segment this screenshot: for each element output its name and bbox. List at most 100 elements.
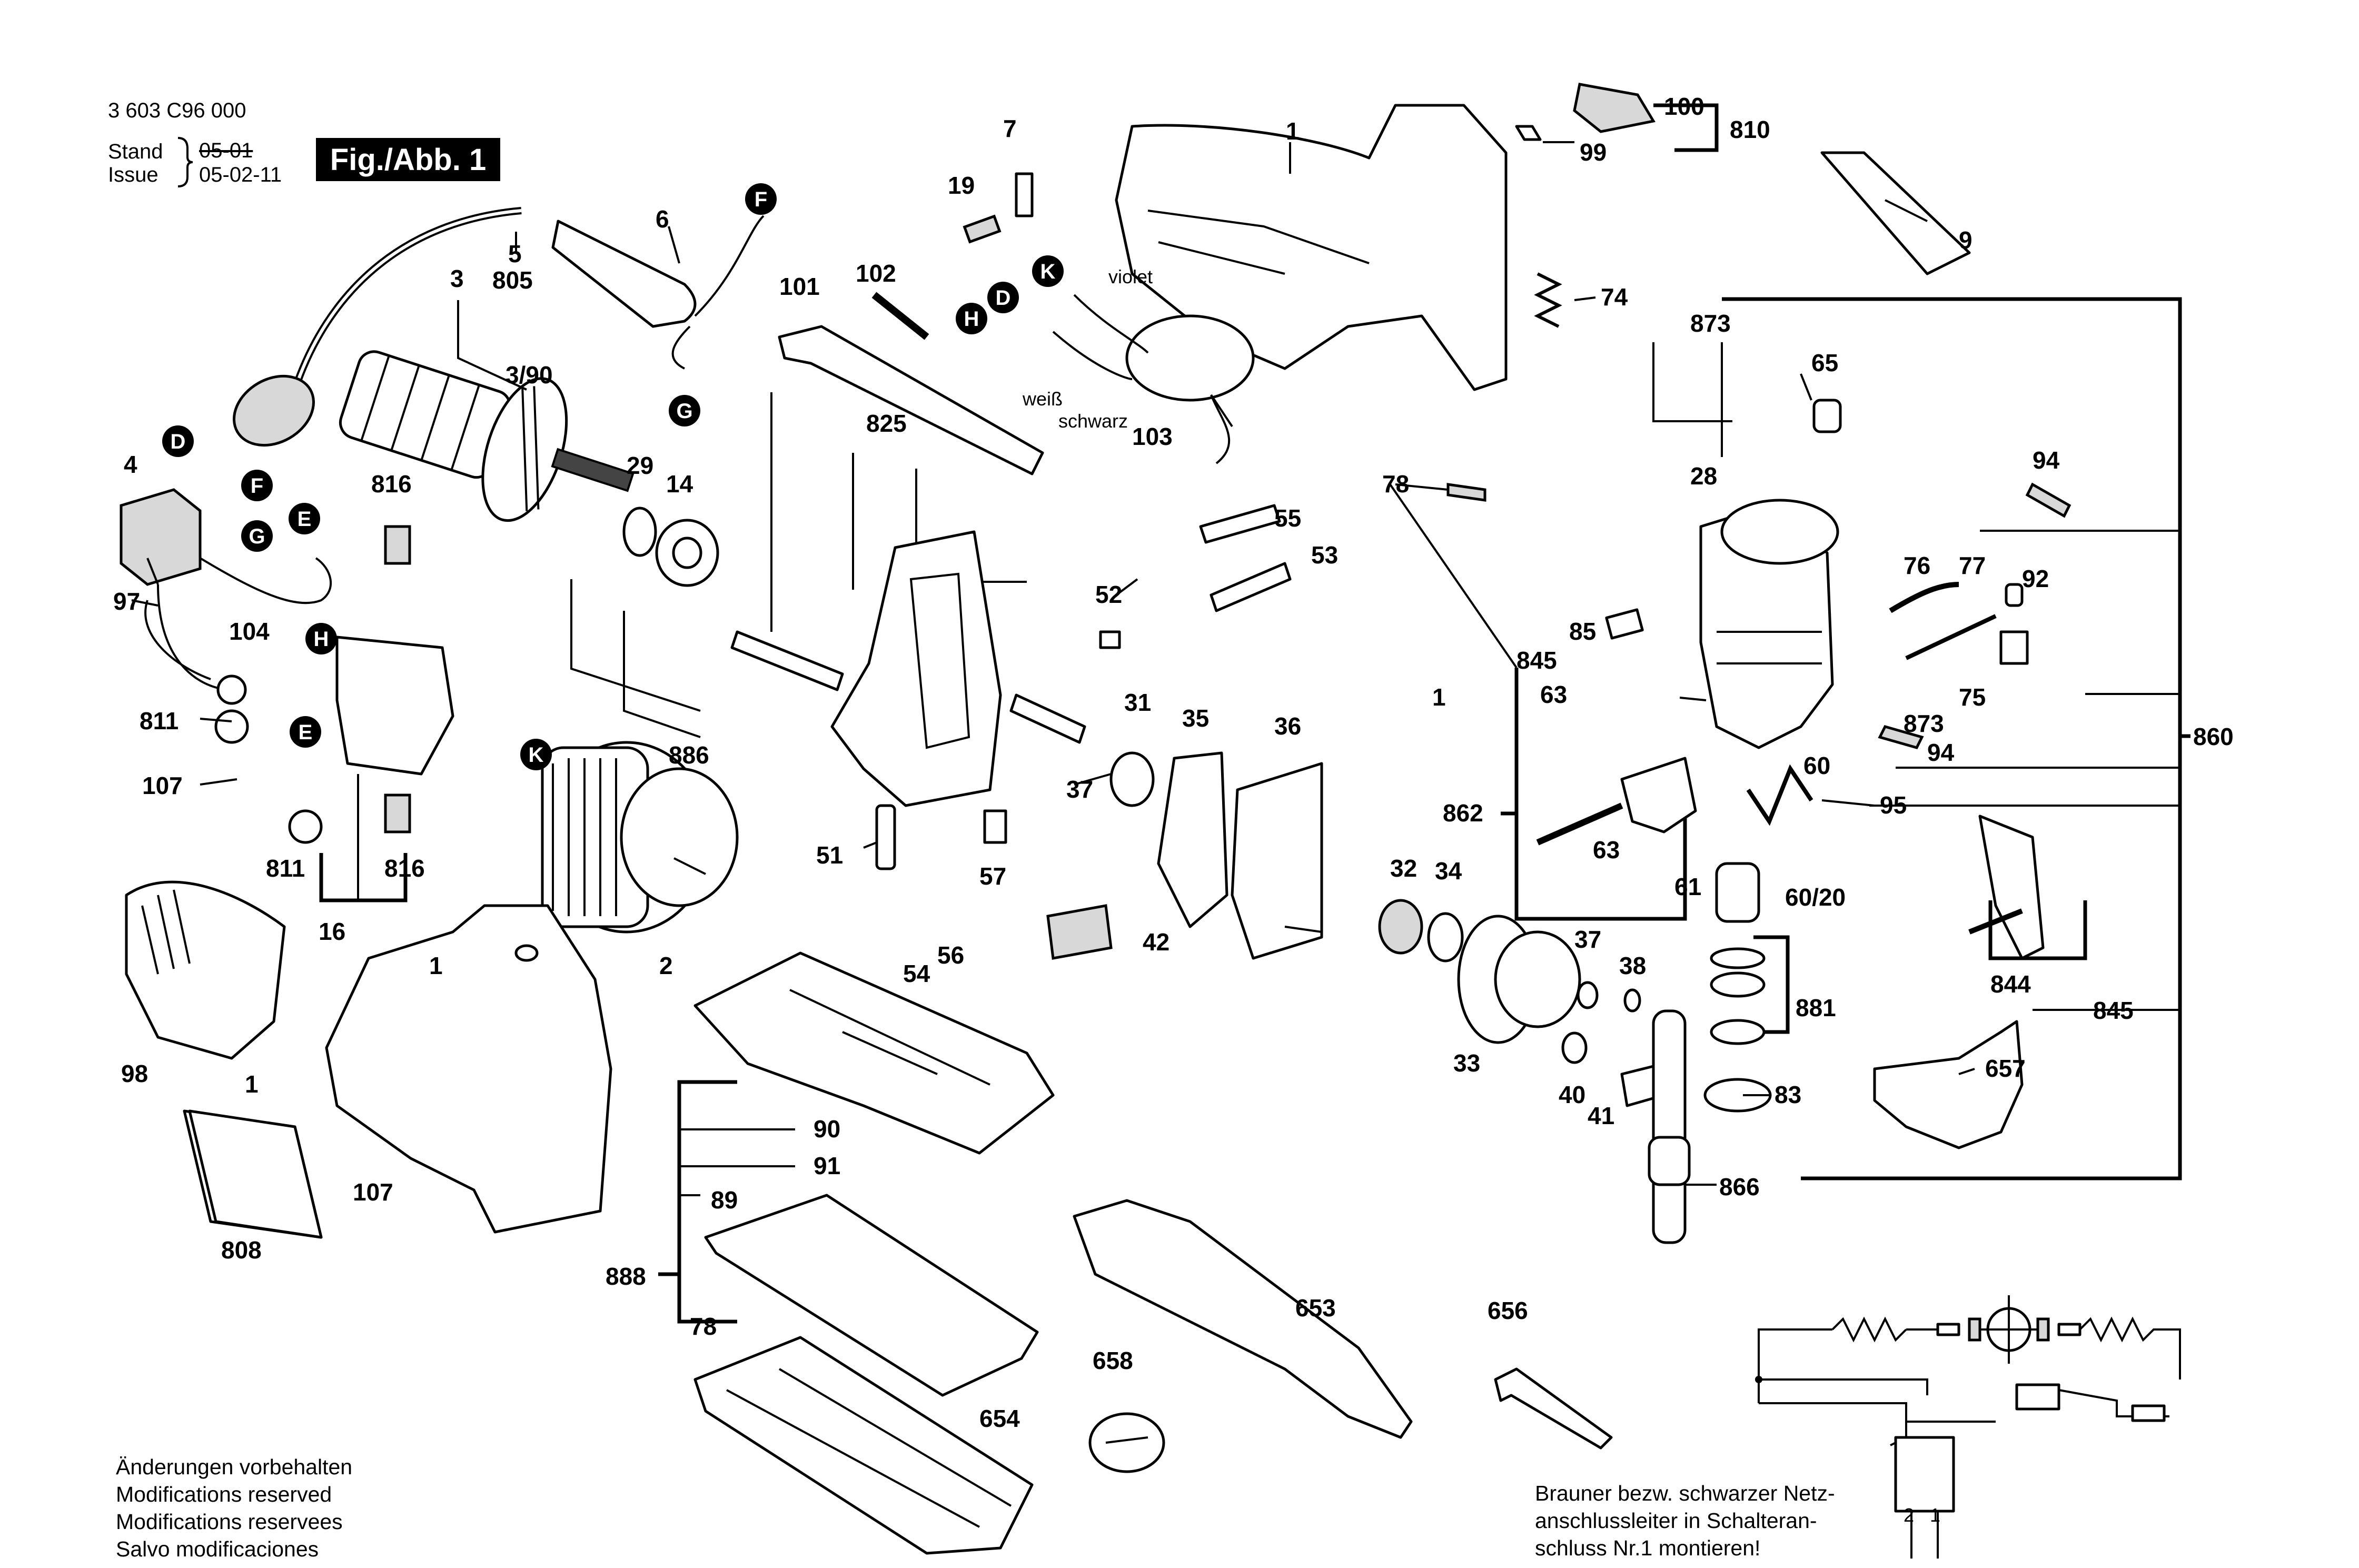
- issue-label: Issue: [108, 163, 158, 186]
- part-label: 9: [1959, 226, 1973, 254]
- part-label: 844: [1990, 970, 2031, 998]
- part-label: 94: [1927, 739, 1955, 766]
- part-label: 65: [1811, 349, 1838, 376]
- part-label: 89: [711, 1186, 738, 1214]
- part-label: 805: [492, 266, 533, 294]
- parts: [120, 83, 2071, 1555]
- connector-E-switch: E: [289, 503, 320, 534]
- stand-label: Stand: [108, 140, 163, 163]
- svg-text:E: E: [298, 508, 312, 531]
- part-label: 32: [1390, 855, 1417, 882]
- part-label: 654: [979, 1405, 1020, 1432]
- part-label: 657: [1985, 1055, 2026, 1082]
- header-brace: [177, 137, 193, 187]
- wiring-note-line-1: Brauner bezw. schwarzer Netz-: [1535, 1481, 1835, 1505]
- part-label: 38: [1619, 952, 1646, 979]
- terminal-1: 1: [1930, 1504, 1940, 1526]
- connector-G-switch: G: [241, 520, 273, 552]
- part-label: 95: [1880, 791, 1907, 819]
- note-line-fr: Modifications reservees: [116, 1510, 343, 1534]
- figure-badge: Fig./Abb. 1: [316, 138, 500, 181]
- svg-text:G: G: [676, 400, 692, 423]
- part-label: 103: [1132, 423, 1173, 450]
- power-plug: [233, 374, 315, 447]
- part-label: 2: [659, 952, 673, 979]
- part-label: 845: [2093, 997, 2134, 1024]
- part-label: 1: [245, 1070, 259, 1098]
- cable-sleeve: [551, 220, 697, 328]
- cap-658: [1088, 1412, 1165, 1473]
- part-label: 41: [1588, 1102, 1614, 1129]
- connector-H-top: H: [956, 303, 987, 334]
- part-label: 37: [1066, 776, 1093, 803]
- part-label: 29: [627, 452, 653, 479]
- part-label: 810: [1730, 116, 1770, 143]
- svg-text:H: H: [964, 307, 979, 331]
- wire-label-violet: violet: [1108, 266, 1153, 287]
- part-label: 845: [1517, 647, 1557, 674]
- part-label: 811: [140, 707, 179, 735]
- part-label: 107: [142, 772, 183, 799]
- part-label: 101: [779, 273, 820, 300]
- svg-text:F: F: [251, 474, 263, 498]
- part-label: 74: [1601, 283, 1628, 311]
- part-label: 52: [1095, 581, 1122, 608]
- note-line-de: Änderungen vorbehalten: [116, 1455, 353, 1479]
- part-label: 60/20: [1785, 884, 1846, 911]
- part-label: 77: [1959, 552, 1986, 579]
- svg-text:K: K: [529, 743, 544, 767]
- part-label: 42: [1143, 928, 1169, 956]
- part-label: 83: [1775, 1081, 1801, 1108]
- part-label: 75: [1959, 683, 1986, 711]
- gear-housing-plate: [830, 530, 1002, 807]
- field-coil: [541, 741, 739, 934]
- part-label: 53: [1311, 541, 1338, 569]
- drawing-number: 3 603 C96 000: [108, 99, 246, 122]
- armature: [339, 350, 635, 522]
- plate-35: [1157, 751, 1228, 928]
- part-label: 94: [2033, 446, 2060, 474]
- part-labels: 1 1 1 1 2 3 3/90 4 5 805 6 7 9 14 16 19 …: [113, 93, 2234, 1432]
- part-label: 107: [353, 1178, 393, 1206]
- part-label: 19: [948, 172, 975, 199]
- part-label: 35: [1182, 704, 1209, 732]
- connector-F-cable: F: [745, 183, 777, 215]
- part-label: 816: [371, 470, 412, 498]
- tray-654: [693, 1336, 1034, 1555]
- part-label: 6: [656, 205, 669, 233]
- part-label: 653: [1295, 1294, 1336, 1322]
- part-label: 4: [124, 451, 137, 478]
- hex-key-656: [1494, 1367, 1613, 1450]
- note-line-en: Modifications reserved: [116, 1482, 332, 1506]
- part-label: 36: [1274, 712, 1301, 740]
- washer-31: [1109, 751, 1155, 807]
- terminal-2: 2: [1904, 1504, 1914, 1526]
- part-label: 40: [1559, 1081, 1585, 1108]
- part-label: 825: [866, 410, 907, 437]
- part-label: 888: [606, 1263, 646, 1290]
- part-label: 100: [1664, 93, 1704, 120]
- part-label: 656: [1488, 1297, 1528, 1324]
- part-label: 102: [856, 260, 896, 287]
- insert-plate-89: [704, 1194, 1039, 1397]
- part-label: 862: [1443, 799, 1483, 827]
- part-label: 37: [1574, 926, 1601, 953]
- wire-label-schwarz: schwarz: [1058, 410, 1128, 432]
- part-label: 104: [229, 618, 270, 645]
- base-plate: [693, 951, 1055, 1155]
- svg-text:D: D: [171, 430, 186, 453]
- part-label: 63: [1540, 681, 1567, 708]
- housing-half-lower: [325, 904, 612, 1234]
- brush-holder: [335, 636, 454, 776]
- part-label: 3: [450, 265, 464, 292]
- part-label: 811: [266, 855, 305, 882]
- plunger-866: [1652, 1009, 1687, 1244]
- part-label: 16: [319, 918, 345, 945]
- part-label: 34: [1435, 857, 1462, 885]
- connectors: F G D K H D F G E H E K: [162, 183, 1064, 770]
- svg-text:D: D: [996, 286, 1011, 310]
- part-label: 808: [221, 1236, 262, 1264]
- part-label: 14: [666, 470, 693, 498]
